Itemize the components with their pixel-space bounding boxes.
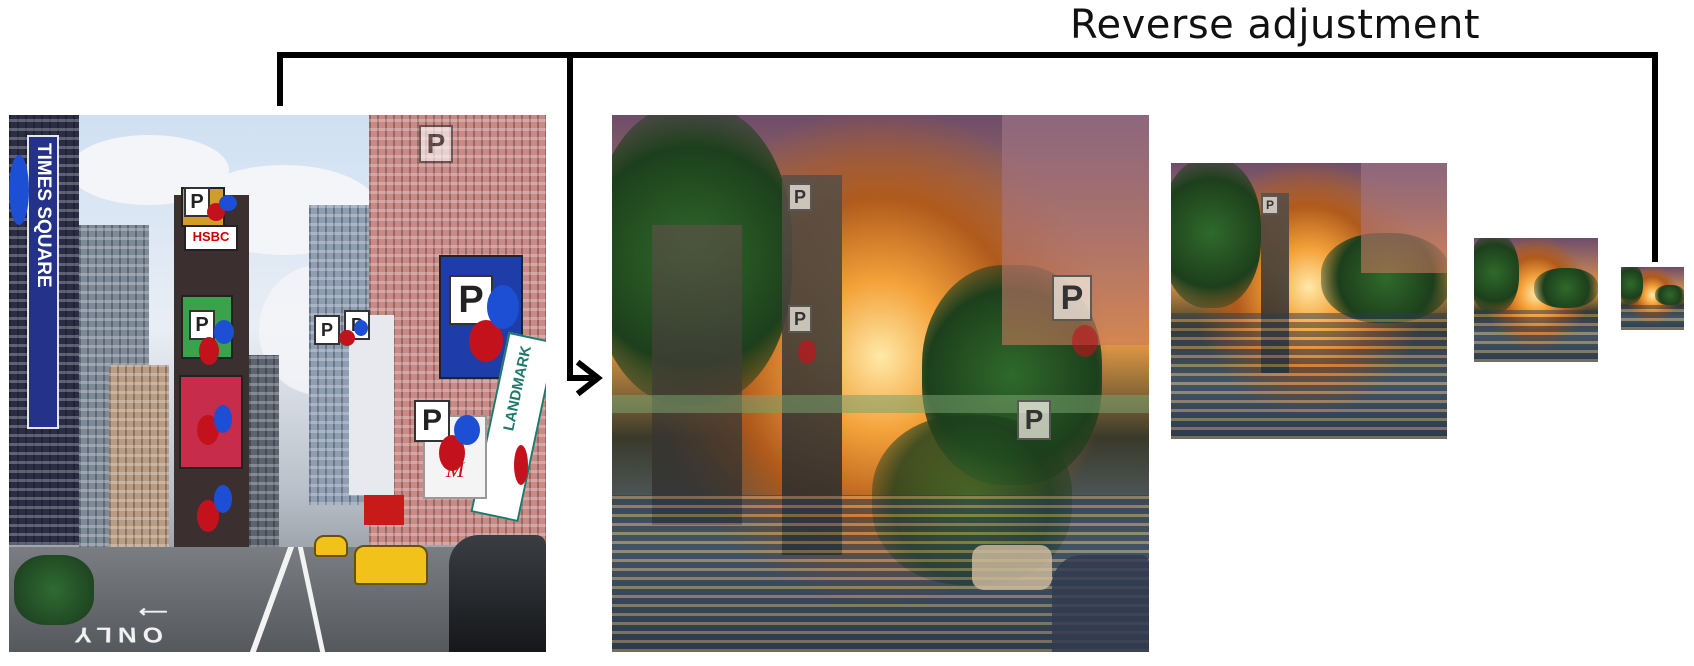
stylized-level-full: P P P P — [612, 115, 1149, 652]
red-marker — [197, 415, 219, 445]
marker-p: P — [788, 183, 812, 211]
blue-marker — [9, 155, 29, 225]
car — [449, 535, 546, 652]
blue-marker — [454, 415, 480, 445]
red-marker — [199, 337, 219, 365]
taxi — [972, 545, 1052, 590]
marker-p: P — [419, 125, 453, 163]
marker-p: P — [314, 315, 340, 345]
planter — [14, 555, 94, 625]
car — [1052, 555, 1149, 652]
times-square-text: TIMES SQUARE — [33, 143, 54, 288]
arrow-stem — [567, 55, 598, 381]
blue-marker — [354, 320, 368, 336]
blue-marker — [487, 285, 519, 329]
marker-p: P — [184, 187, 210, 217]
taxi — [354, 545, 428, 585]
times-square-sign: TIMES SQUARE — [27, 135, 59, 429]
original-image: TIMES SQUARE HSBC LANDMARK M P P P P P P… — [9, 115, 546, 652]
blue-marker — [214, 485, 232, 513]
marker-p: P — [414, 400, 450, 442]
arrow-head-icon — [575, 359, 603, 397]
marker-p: P — [1261, 195, 1279, 215]
taxi — [314, 535, 348, 557]
red-marker — [798, 340, 816, 364]
marker-p: P — [1017, 400, 1051, 440]
blue-marker — [214, 405, 232, 433]
caption-reverse-adjustment: Reverse adjustment — [1070, 2, 1480, 48]
marker-p: P — [788, 305, 812, 333]
red-marker — [197, 500, 219, 532]
stylized-level-eighth — [1621, 267, 1684, 330]
marker-p: P — [189, 310, 215, 340]
stylized-level-half: P — [1171, 163, 1447, 439]
marker-p: P — [1052, 275, 1092, 321]
stylized-level-quarter — [1474, 238, 1598, 362]
marker-p: P — [449, 275, 493, 325]
blue-marker — [214, 320, 234, 344]
blue-marker — [219, 195, 237, 211]
red-marker — [1072, 325, 1098, 357]
red-marker — [514, 445, 528, 485]
hsbc-sign: HSBC — [184, 225, 238, 251]
bracket-line — [277, 52, 1658, 262]
red-marker — [339, 330, 355, 346]
